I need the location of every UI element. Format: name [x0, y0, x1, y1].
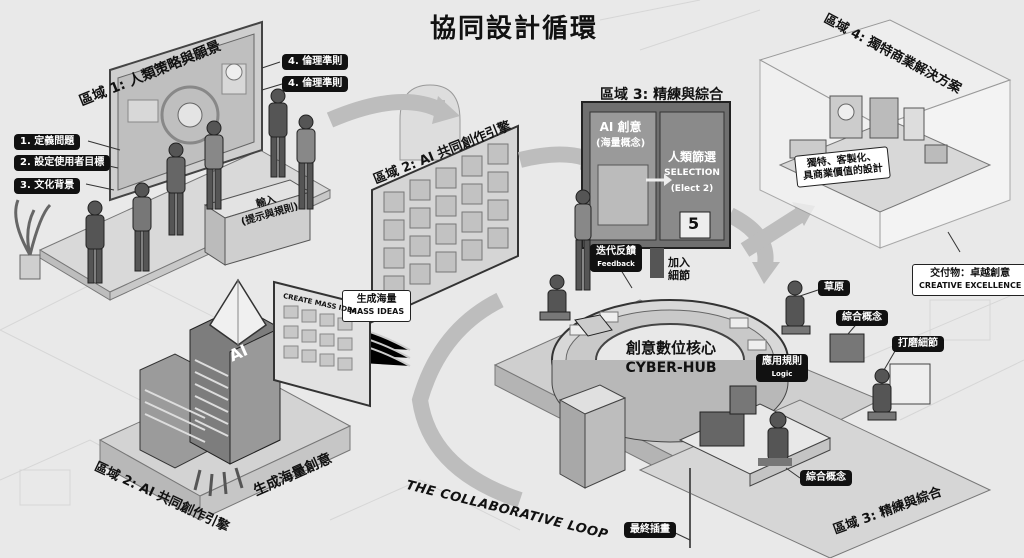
human-selection-en: SELECTION	[664, 168, 720, 178]
final-illustration-tag: 最終插畫	[624, 522, 676, 538]
flow-arrows	[326, 94, 805, 508]
deliverable-zh: 交付物：卓越創意	[930, 268, 1011, 279]
page-title: 協同設計循環	[430, 14, 599, 44]
ai-server	[98, 278, 352, 521]
human-selection-title: 人類篩選	[667, 150, 716, 164]
ethics-tag-1: 4. 倫理準則	[282, 54, 349, 70]
deliverable-callout: 交付物：卓越創意 CREATIVE EXCELLENCE	[912, 264, 1024, 296]
mass-ideas-zh: 生成海量	[356, 294, 397, 305]
add-detail-label: 加入 細節	[668, 256, 690, 282]
cyber-hub-zh: 創意數位核心	[625, 339, 716, 357]
zone3-header-top: 區域 3: 精練與綜合	[600, 87, 724, 103]
logic-en: Logic	[771, 370, 793, 378]
synthesize-tag-1: 綜合概念	[836, 310, 888, 326]
cyber-hub-en: CYBER-HUB	[625, 360, 717, 376]
user-goals-tag: 2. 設定使用者目標	[14, 155, 111, 171]
mass-ideas-callout: 生成海量 MASS IDEAS	[342, 290, 412, 322]
deliverable-en: CREATIVE EXCELLENCE	[919, 281, 1022, 290]
synthesize-tag-2: 綜合概念	[800, 470, 852, 486]
polish-details-tag: 打磨細節	[892, 336, 944, 352]
define-problem-tag: 1. 定義問題	[14, 134, 81, 150]
selection-count: 5	[688, 214, 700, 233]
logic-tag: 應用規則 Logic	[756, 354, 808, 382]
mass-ideas-en: MASS IDEAS	[349, 307, 405, 316]
ai-ideas-sub: (海量概念)	[596, 138, 646, 149]
cyber-hub-label: 創意數位核心 CYBER-HUB	[606, 338, 736, 378]
cultural-context-tag: 3. 文化背景	[14, 178, 81, 194]
add-detail-line1: 加入	[668, 256, 690, 269]
sketch-tag: 草原	[818, 280, 850, 296]
feedback-zh: 迭代反饋	[596, 246, 636, 257]
ai-ideas-panel: AI 創意 (海量概念)	[596, 120, 645, 151]
kiosk	[558, 384, 627, 489]
feedback-en: Feedback	[597, 260, 635, 268]
plant-decoration	[14, 199, 52, 280]
ethics-tag-2: 4. 倫理準則	[282, 76, 349, 92]
zone3-screen	[581, 101, 731, 278]
zone1-platform	[38, 20, 332, 301]
feedback-tag: 迭代反饋 Feedback	[590, 244, 642, 272]
human-selection-panel: 人類篩選 SELECTION (Elect 2)	[664, 150, 720, 196]
human-selection-sub: (Elect 2)	[670, 184, 714, 194]
zone2-idea-screen	[371, 124, 519, 324]
logic-zh: 應用規則	[762, 356, 802, 367]
hub-people	[539, 189, 931, 421]
ai-ideas-title: AI 創意	[599, 120, 642, 134]
add-detail-line2: 細節	[668, 269, 690, 282]
